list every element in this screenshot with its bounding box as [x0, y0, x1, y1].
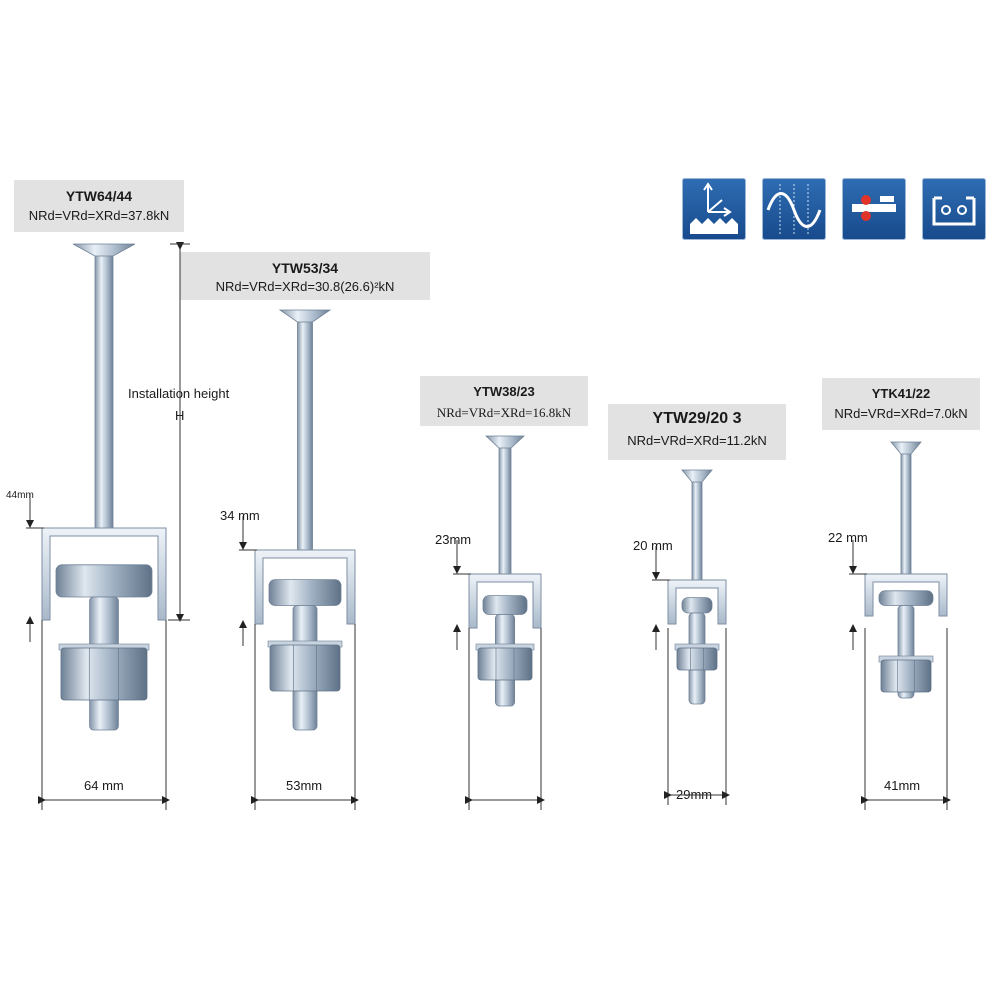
label-ytw6444: YTW64/44 NRd=VRd=XRd=37.8kN: [14, 180, 184, 232]
model-name: YTW29/20 3: [652, 410, 742, 427]
width-ytw5334: 53mm: [286, 778, 323, 793]
label-ytw5334: YTW53/34 NRd=VRd=XRd=30.8(26.6)²kN: [180, 252, 430, 300]
hammer-head: [681, 597, 713, 614]
hex-nut: [676, 647, 718, 671]
anchor-shaft: [94, 251, 114, 537]
channel-rail: [254, 549, 356, 625]
channel-rail: [864, 573, 948, 617]
load-rating: NRd=VRd=XRd=16.8kN: [436, 405, 572, 420]
width-ytw6444: 64 mm: [84, 778, 124, 793]
channel-rail: [41, 527, 167, 621]
load-rating: NRd=VRd=XRd=7.0kN: [834, 406, 968, 421]
channel-cross-section-icon: [922, 178, 986, 240]
dynamic-load-wave-icon: [762, 178, 826, 240]
width-ytk4122: 41mm: [884, 778, 921, 793]
model-name: YTW64/44: [65, 188, 133, 204]
anchor-ytw5334: [254, 309, 356, 731]
model-name: YTW53/34: [271, 260, 339, 276]
channel-rail: [468, 573, 542, 629]
anchor-ytw2920: [667, 469, 727, 705]
anchor-ytk4122: [864, 441, 948, 699]
hammer-head: [268, 579, 342, 606]
load-rating: NRd=VRd=XRd=37.8kN: [28, 208, 170, 223]
anchor-head: [72, 243, 136, 257]
anchor-head: [484, 435, 526, 449]
anchor-ytw3823: [468, 435, 542, 707]
depth-ytw3823: 23mm: [435, 532, 472, 547]
depth-ytw6444: 44mm: [6, 490, 34, 501]
hex-nut: [477, 647, 533, 681]
hex-nut: [269, 644, 341, 692]
anchor-head: [890, 441, 922, 455]
seismic-axes-icon: [682, 178, 746, 240]
hex-nut: [60, 647, 148, 701]
hex-nut: [880, 659, 932, 693]
load-rating: NRd=VRd=XRd=11.2kN: [627, 433, 767, 448]
depth-ytw5334: 34 mm: [220, 508, 260, 523]
channel-rail: [667, 579, 727, 625]
anchor-shaft: [297, 317, 313, 559]
anchor-shaft: [498, 443, 512, 583]
hammer-head: [55, 564, 153, 598]
hammer-head: [878, 590, 934, 606]
depth-ytw2920: 20 mm: [633, 538, 673, 553]
model-name: YTW38/23: [473, 384, 535, 399]
label-ytw2920: YTW29/20 3 NRd=VRd=XRd=11.2kN: [608, 404, 786, 460]
model-name: YTK41/22: [871, 386, 931, 401]
anchor-head: [681, 469, 713, 483]
anchor-ytw6444: [41, 243, 167, 731]
anchor-head: [278, 309, 332, 323]
load-rating: NRd=VRd=XRd=30.8(26.6)²kN: [215, 279, 395, 294]
fire-resistance-icon: [842, 178, 906, 240]
label-ytk4122: YTK41/22 NRd=VRd=XRd=7.0kN: [822, 378, 980, 430]
hammer-head: [482, 595, 528, 615]
label-ytw3823: YTW38/23 NRd=VRd=XRd=16.8kN: [420, 376, 588, 426]
anchor-shaft: [900, 449, 912, 583]
depth-ytk4122: 22 mm: [828, 530, 868, 545]
anchor-shaft: [691, 477, 703, 589]
